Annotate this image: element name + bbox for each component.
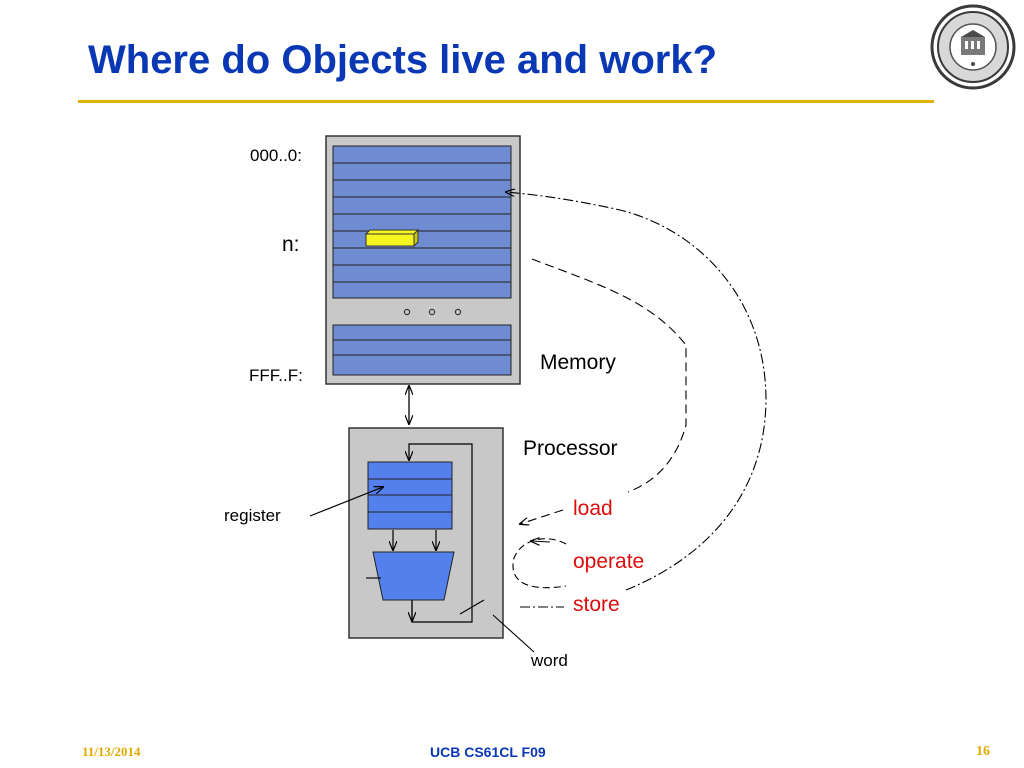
slide-title: Where do Objects live and work? xyxy=(88,38,718,82)
address-label-n: n: xyxy=(282,233,300,256)
alu-block xyxy=(372,551,455,601)
memory-object-block xyxy=(364,228,420,248)
register-label: register xyxy=(224,506,281,525)
register-file xyxy=(367,461,453,530)
memory-upper-cells xyxy=(332,145,512,299)
operate-arrow xyxy=(531,541,551,542)
load-arrow xyxy=(520,509,564,524)
processor-panel xyxy=(348,427,504,639)
word-label: word xyxy=(531,651,568,670)
operation-load: load xyxy=(573,497,613,520)
footer-page-number: 16 xyxy=(976,744,990,759)
operation-store: store xyxy=(573,593,620,616)
memory-ellipsis xyxy=(403,308,462,316)
register-callout-line xyxy=(309,487,383,517)
load-path xyxy=(531,258,687,493)
store-path xyxy=(506,192,767,591)
title-divider xyxy=(78,100,934,103)
footer-course: UCB CS61CL F09 xyxy=(430,744,546,760)
address-label-top: 000..0: xyxy=(250,146,302,165)
word-slash xyxy=(459,599,485,615)
word-callout-line xyxy=(492,614,535,653)
memory-lower-cells xyxy=(332,324,512,376)
memory-label: Memory xyxy=(540,351,616,374)
operation-operate: operate xyxy=(573,550,645,573)
address-label-bottom: FFF..F: xyxy=(249,366,303,385)
processor-label: Processor xyxy=(523,437,618,460)
university-seal-icon xyxy=(930,4,1016,90)
footer-date: 11/13/2014 xyxy=(82,744,141,759)
operate-loop xyxy=(512,538,567,589)
